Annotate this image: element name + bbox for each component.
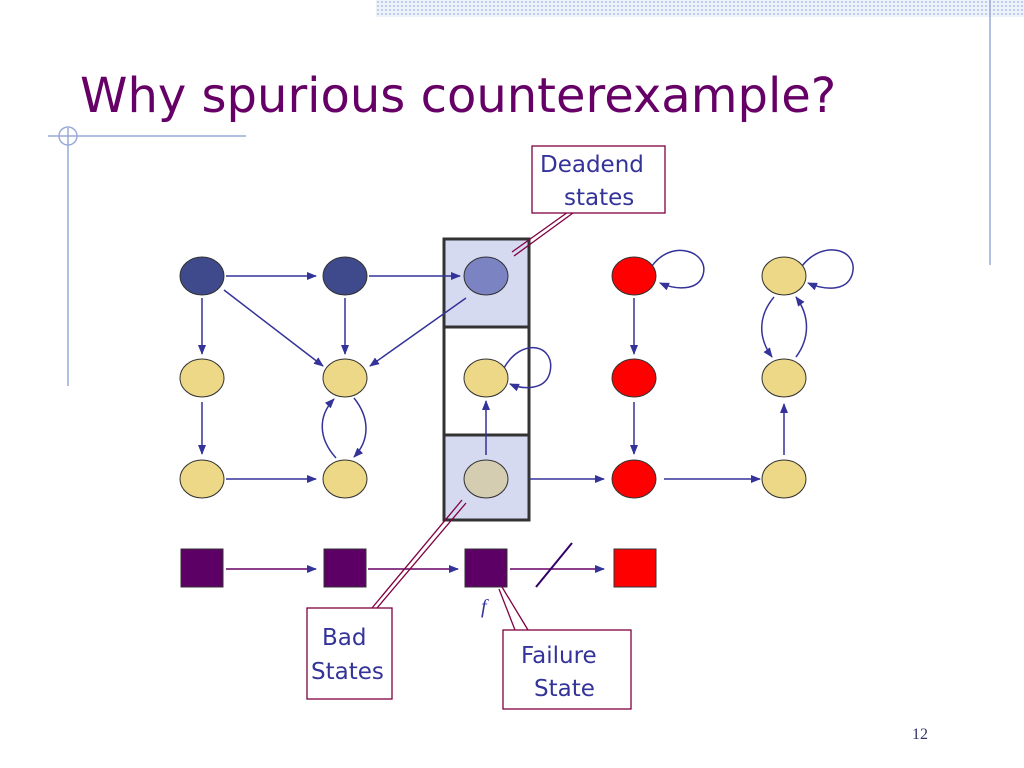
- f-label: f: [481, 596, 489, 618]
- bad-leader-2: [371, 499, 463, 609]
- state-red-r2: [611, 358, 657, 398]
- abstract-state-f: [464, 548, 508, 588]
- broken-transition-slash: [535, 542, 573, 588]
- deadend-leader-1: [513, 212, 574, 257]
- failure-label-line1: Failure: [521, 643, 597, 669]
- state-deadend: [463, 256, 509, 296]
- deadend-label-line2: states: [564, 185, 634, 211]
- callout-deadend: Deadend states: [531, 145, 666, 214]
- abstract-state-1: [180, 548, 224, 588]
- selfloop-y1: [801, 249, 854, 291]
- state-y3: [761, 459, 807, 499]
- state-initial-b1: [322, 256, 368, 296]
- state-red-r1: [611, 256, 657, 296]
- deadend-label-line1: Deadend: [540, 152, 644, 178]
- decorative-guides: [48, 0, 991, 386]
- page-number: 12: [912, 726, 928, 743]
- state-initial-a1: [179, 256, 225, 296]
- state-middle: [463, 358, 509, 398]
- concrete-states: [179, 256, 807, 499]
- arrow-deadend-b2: [369, 297, 467, 367]
- arrow-b2-b3: [353, 397, 367, 458]
- bad-label-line2: States: [311, 659, 384, 685]
- failure-leader-1: [498, 588, 516, 631]
- arrow-a1-b2: [223, 289, 324, 367]
- abstract-state-2: [323, 548, 367, 588]
- callout-failure-state: Failure State: [502, 629, 632, 710]
- state-a3: [179, 459, 225, 499]
- arrow-y2-y1: [795, 296, 808, 358]
- selfloop-middle: [503, 347, 552, 392]
- abstract-counterexample: f: [180, 542, 657, 618]
- failure-label-line2: State: [534, 676, 595, 702]
- bad-leader-1: [376, 502, 467, 609]
- state-bad: [463, 459, 509, 499]
- state-a2: [179, 358, 225, 398]
- state-b3: [322, 459, 368, 499]
- state-y2: [761, 358, 807, 398]
- arrow-b3-b2: [321, 398, 337, 459]
- transitions: [198, 249, 854, 483]
- failure-leader-2: [501, 586, 529, 631]
- slide-title: Why spurious counterexample?: [80, 68, 837, 124]
- selfloop-r1: [651, 249, 705, 291]
- deadend-leader-2: [511, 211, 569, 253]
- state-y1: [761, 256, 807, 296]
- callout-leaders: [371, 211, 574, 631]
- decorative-top-band: [376, 0, 1024, 17]
- abstract-state-error: [613, 548, 657, 588]
- state-b2: [322, 358, 368, 398]
- arrow-y1-y2: [761, 296, 775, 358]
- state-red-r3: [611, 459, 657, 499]
- callout-bad-states: Bad States: [306, 607, 393, 700]
- bad-label-line1: Bad: [322, 625, 366, 651]
